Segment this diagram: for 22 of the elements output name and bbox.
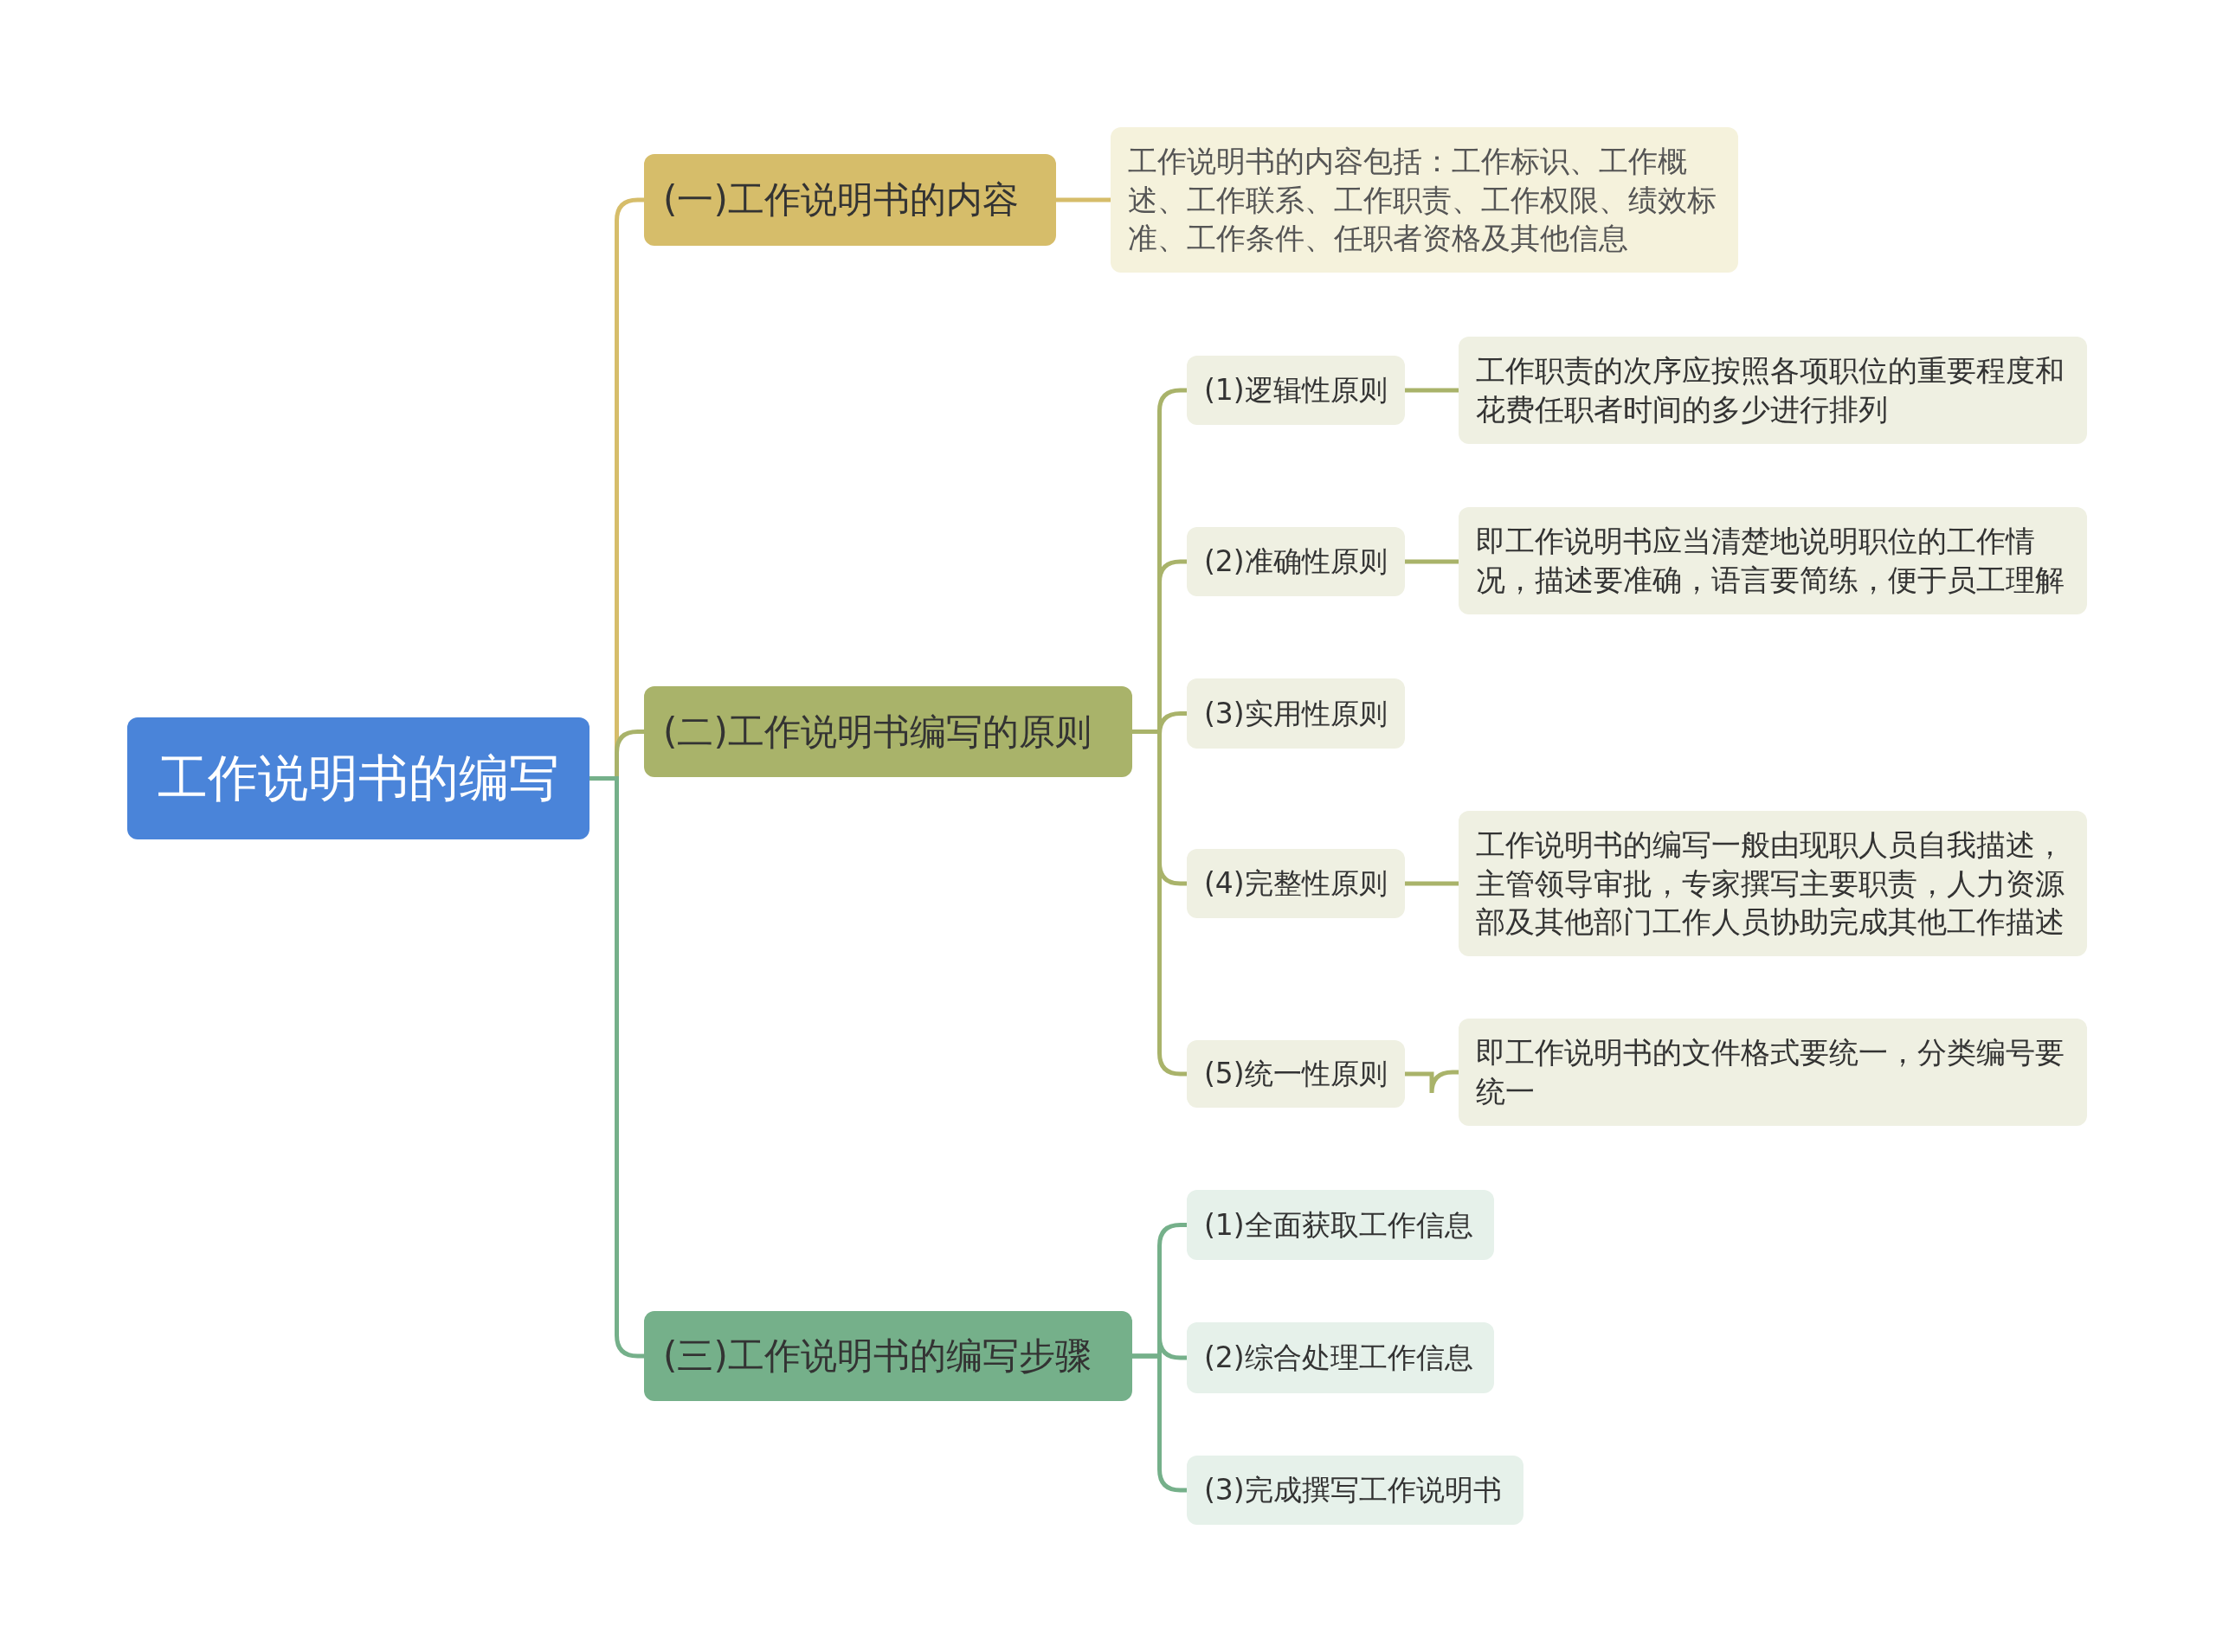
connector-line — [1056, 197, 1111, 202]
connector-line — [1405, 559, 1459, 564]
connector-line — [1405, 1070, 1459, 1096]
branch-box: (三)工作说明书的编写步骤 — [644, 1311, 1132, 1401]
connector-line — [1405, 388, 1459, 393]
branch-box: (一)工作说明书的内容 — [644, 154, 1056, 246]
branch-box: (二)工作说明书编写的原则 — [644, 686, 1132, 777]
detail-box: 工作说明书的内容包括：工作标识、工作概述、工作联系、工作职责、工作权限、绩效标准、工作条件、任职者资格及其他信息 — [1111, 127, 1738, 273]
subtopic-box: (3)完成撰写工作说明书 — [1187, 1456, 1524, 1525]
detail-box: 工作说明书的编写一般由现职人员自我描述，主管领导审批，专家撰写主要职责，人力资源部及其他部门工作人员协助完成其他工作描述 — [1459, 811, 2087, 956]
connector-line — [1405, 881, 1459, 886]
detail-box: 即工作说明书的文件格式要统一，分类编号要统一 — [1459, 1019, 2087, 1126]
subtopic-box: (2)综合处理工作信息 — [1187, 1322, 1494, 1393]
detail-box: 工作职责的次序应按照各项职位的重要程度和花费任职者时间的多少进行排列 — [1459, 337, 2087, 444]
subtopic-box: (5)统一性原则 — [1187, 1040, 1405, 1108]
subtopic-box: (2)准确性原则 — [1187, 527, 1405, 596]
root-topic-box: 工作说明书的编写 — [127, 717, 589, 839]
detail-box: 即工作说明书应当清楚地说明职位的工作情况，描述要准确，语言要简练，便于员工理解 — [1459, 507, 2087, 614]
subtopic-box: (4)完整性原则 — [1187, 849, 1405, 918]
subtopic-box: (1)逻辑性原则 — [1187, 356, 1405, 425]
subtopic-box: (1)全面获取工作信息 — [1187, 1190, 1494, 1260]
subtopic-box: (3)实用性原则 — [1187, 678, 1405, 749]
